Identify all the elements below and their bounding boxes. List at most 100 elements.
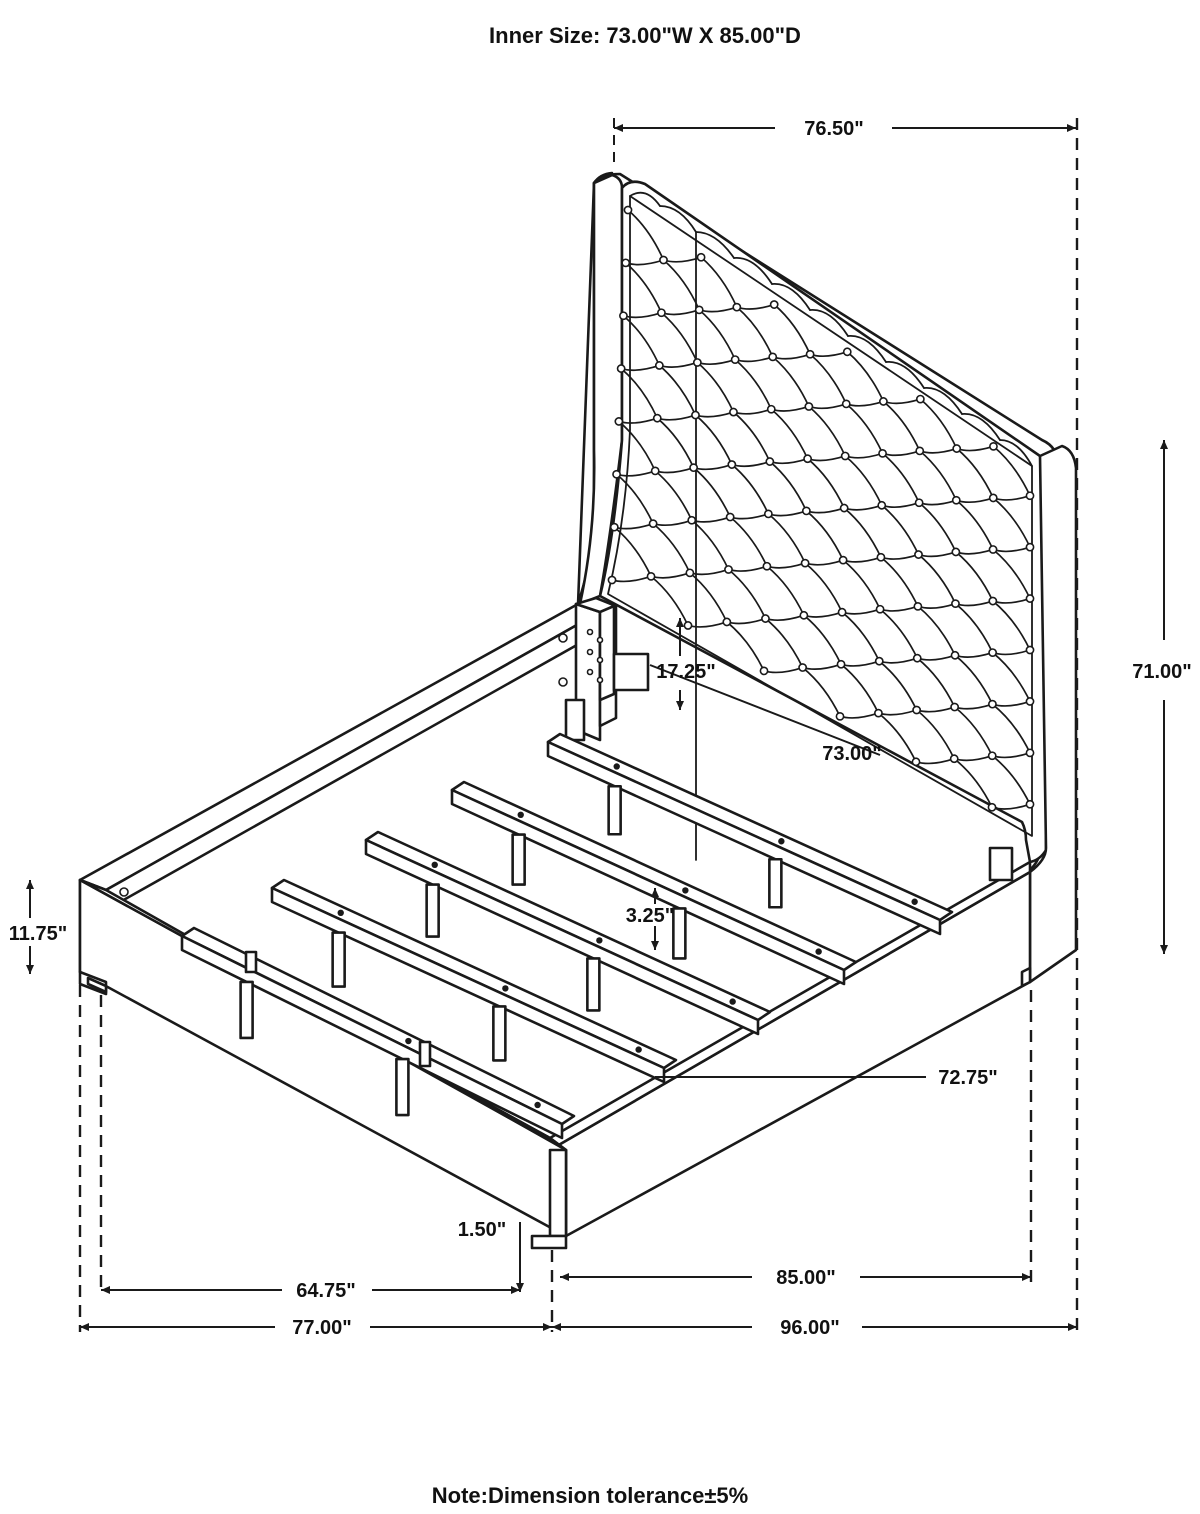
tuft-seam	[991, 755, 1031, 805]
tuft-seam	[691, 519, 730, 570]
slats	[180, 732, 954, 1140]
tuft-button	[1025, 594, 1035, 603]
tuft-button	[915, 394, 925, 404]
tuft-seam	[658, 364, 697, 416]
slat-bolt	[682, 887, 689, 894]
tuft-seam	[808, 405, 846, 457]
tuft-button	[878, 448, 887, 458]
leg-height-label: 1.50"	[458, 1219, 506, 1241]
tuft-button	[952, 444, 962, 453]
slat-face	[546, 740, 942, 936]
tuft-seam	[773, 303, 811, 355]
tuft-seam	[622, 315, 661, 366]
tuft-button	[694, 305, 704, 315]
tuft-seam	[805, 510, 844, 561]
support-leg	[395, 1057, 410, 1117]
tuft-seam	[693, 467, 731, 518]
slat-bolt	[502, 985, 509, 992]
tuft-seam	[772, 356, 810, 407]
tuft-button	[801, 506, 811, 516]
tuft-button	[1025, 491, 1035, 501]
tuft-seam	[918, 502, 957, 553]
tuft-seam	[992, 548, 1031, 599]
tuft-seam	[736, 306, 774, 358]
tuft-button	[950, 650, 960, 660]
tuft-button	[687, 515, 697, 525]
slat-length-label: 72.75"	[938, 1067, 998, 1089]
tuft-seam	[840, 663, 880, 714]
tuft-button	[646, 571, 656, 581]
slat-face	[270, 886, 666, 1084]
slat-face	[364, 838, 760, 1036]
tuft-seam	[992, 651, 1031, 702]
tuft-seam	[846, 351, 885, 402]
tuft-button	[798, 663, 808, 672]
tuft-button	[689, 463, 699, 473]
tuft-button	[621, 258, 631, 268]
tuft-button	[989, 441, 998, 451]
tuft-button	[879, 397, 888, 406]
tuft-button	[875, 604, 885, 614]
tuft-button	[727, 460, 737, 469]
slat-face	[180, 934, 564, 1140]
overall-width-label: 77.00"	[292, 1317, 352, 1339]
tuft-button	[911, 757, 921, 767]
tuft-seam	[616, 473, 654, 524]
tuft-seam	[954, 654, 994, 705]
tuft-seam	[992, 445, 1031, 497]
tuft-seam	[726, 621, 765, 672]
tuft-button	[915, 446, 925, 456]
tuft-seam	[841, 611, 881, 662]
tuft-seam	[992, 600, 1031, 651]
tuft-button	[607, 575, 617, 585]
tuft-button	[619, 311, 628, 321]
tuft-button	[1025, 645, 1035, 655]
tuft-button	[877, 500, 887, 510]
support-leg	[239, 980, 254, 1040]
dimension-lines	[26, 118, 1168, 1332]
tuft-button	[912, 653, 922, 663]
support-leg	[672, 907, 687, 960]
tuft-button	[951, 547, 961, 557]
tuft-button	[874, 656, 884, 666]
tuft-button	[1025, 542, 1035, 552]
tuft-seam	[916, 657, 956, 708]
tuft-button	[623, 205, 633, 215]
tuft-button	[988, 493, 998, 503]
tuft-seam	[732, 411, 771, 462]
support-leg	[425, 883, 440, 938]
slat-bolt	[337, 909, 344, 916]
tuft-seam	[877, 712, 917, 763]
tuft-seam	[696, 361, 735, 413]
tuft-button	[838, 555, 848, 565]
tuft-button	[836, 659, 846, 669]
tuft-button	[768, 352, 778, 362]
tuft-button	[839, 503, 849, 513]
tuft-button	[805, 349, 815, 359]
tuft-seam	[882, 400, 921, 452]
channel-ribs	[629, 191, 1033, 861]
tuft-button	[692, 358, 702, 367]
tuft-seam	[954, 706, 993, 757]
tuft-button	[987, 751, 997, 761]
tuft-button	[988, 596, 998, 606]
tuft-button	[762, 561, 772, 571]
tuft-button	[763, 509, 773, 519]
tuft-button	[654, 361, 664, 370]
tuft-button	[659, 255, 668, 265]
tuft-button	[951, 599, 960, 609]
tuft-button	[652, 413, 662, 423]
tuft-seam	[845, 403, 884, 454]
tuft-seam	[807, 458, 845, 509]
tuft-seam	[650, 575, 689, 626]
tuft-seam	[770, 408, 809, 460]
inner-depth-label: 85.00"	[776, 1267, 836, 1289]
tuft-button	[648, 519, 658, 529]
tuft-seam	[613, 526, 652, 577]
tuft-button	[683, 621, 693, 630]
headboard-width-label: 76.50"	[804, 118, 864, 140]
tuft-button	[1025, 748, 1035, 758]
tuft-button	[691, 410, 700, 420]
tuft-button	[799, 610, 809, 620]
